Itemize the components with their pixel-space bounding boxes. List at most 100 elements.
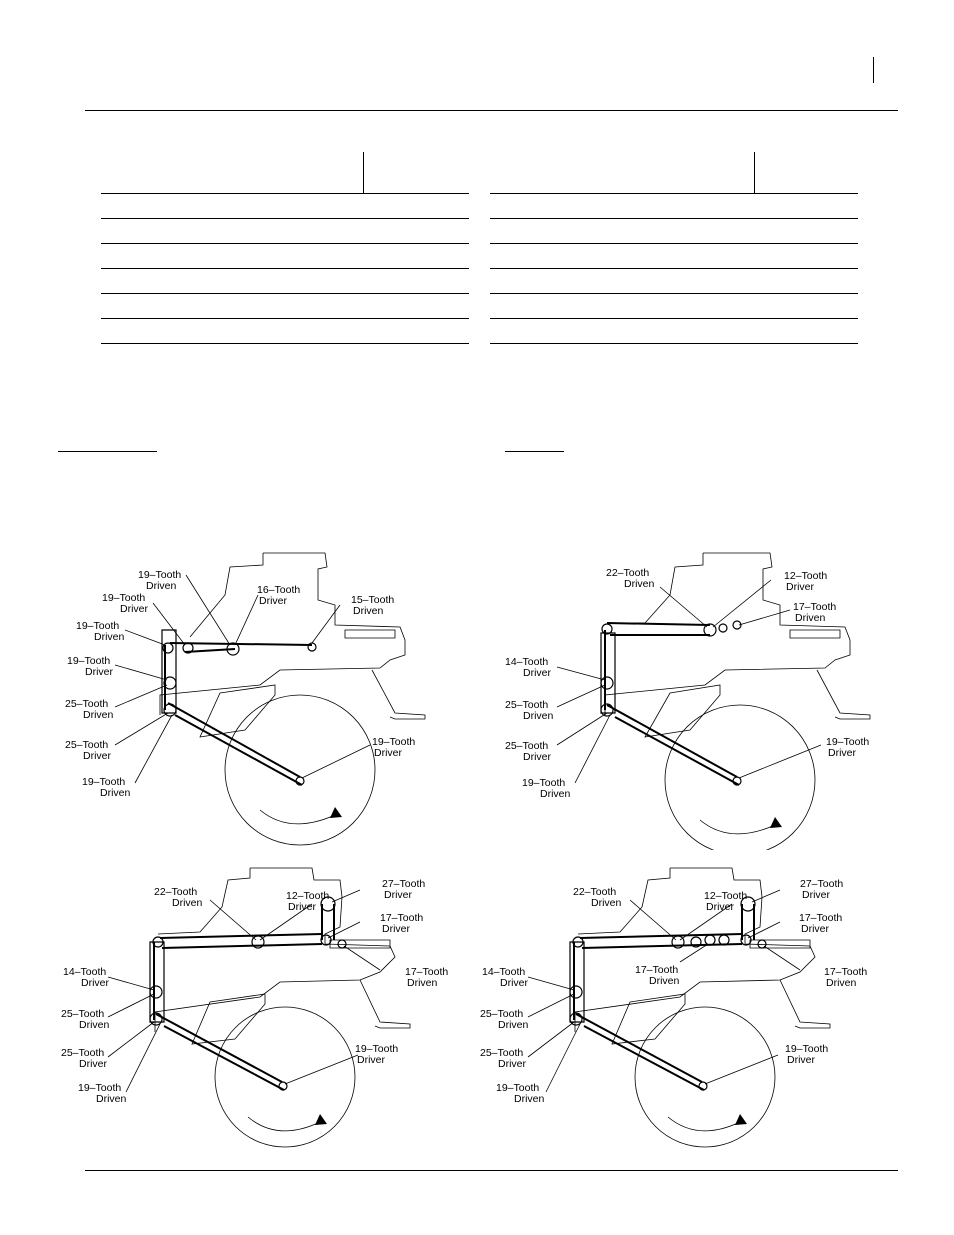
sprocket xyxy=(251,935,265,949)
label-19-tooth-driven: 19–Tooth xyxy=(522,777,565,789)
sprocket xyxy=(149,985,163,999)
column-separator xyxy=(754,152,755,193)
label-line2: Driver xyxy=(357,1054,386,1066)
sprocket xyxy=(182,642,194,654)
table-header xyxy=(490,152,858,194)
sprocket xyxy=(600,676,614,690)
label-25-tooth-driver: 25–Tooth xyxy=(61,1047,104,1059)
meter-box xyxy=(344,629,396,639)
table-row xyxy=(101,319,469,344)
top-chain xyxy=(169,642,313,646)
rotation-arrow xyxy=(259,809,336,825)
label-19-tooth-driven: 19–Tooth xyxy=(138,569,181,581)
label-19-tooth-driver: 19–Tooth xyxy=(67,655,110,667)
table-row xyxy=(490,219,858,244)
side-arm xyxy=(371,669,426,720)
frame-upright xyxy=(161,629,177,714)
label-line2: Driven xyxy=(100,787,131,799)
label-12-tooth-driver: 12–Tooth xyxy=(784,570,827,582)
label-line2: Driver xyxy=(498,1058,527,1070)
label-25-tooth-driver: 25–Tooth xyxy=(65,739,108,751)
label-17-tooth-driven: 17–Tooth xyxy=(793,601,836,613)
label-line2: Driven xyxy=(172,897,203,909)
label-12-tooth-driver: 12–Tooth xyxy=(286,890,329,902)
label-line2: Driver xyxy=(382,923,411,935)
sprocket xyxy=(152,936,164,948)
top-chain-lower xyxy=(581,943,743,949)
label-line2: Driver xyxy=(85,666,114,678)
table-row xyxy=(490,194,858,219)
leader-lines xyxy=(556,579,822,784)
sprocket xyxy=(163,703,177,717)
label-line2: Driven xyxy=(96,1093,127,1105)
drive-chain-diagonal xyxy=(606,704,738,778)
sprocket xyxy=(698,1081,708,1091)
label-line2: Driver xyxy=(802,889,831,901)
sprocket xyxy=(740,934,752,946)
label-19-tooth-driver: 19–Tooth xyxy=(355,1043,398,1055)
leader-lines xyxy=(527,889,801,1093)
meter-box xyxy=(329,939,391,949)
drive-wheel xyxy=(634,1006,776,1148)
label-line2: Driver xyxy=(786,581,815,593)
hopper-outline xyxy=(154,867,396,1032)
sprocket xyxy=(278,1081,288,1091)
label-19-tooth-driven: 19–Tooth xyxy=(496,1082,539,1094)
label-17-tooth-driven: 17–Tooth xyxy=(405,966,448,978)
drive-chain-diagonal xyxy=(167,702,301,778)
shield xyxy=(644,684,721,738)
table-row xyxy=(490,319,858,344)
table-row xyxy=(490,269,858,294)
drive-wheel xyxy=(214,1006,356,1148)
hopper-outline xyxy=(574,867,816,1032)
label-line2: Driven xyxy=(514,1093,545,1105)
label-line2: Driven xyxy=(826,977,857,989)
label-line2: Driver xyxy=(801,923,830,935)
shield xyxy=(611,993,686,1045)
label-25-tooth-driven: 25–Tooth xyxy=(505,699,548,711)
sprocket xyxy=(718,934,730,946)
footer-rule xyxy=(85,1170,898,1171)
label-19-tooth-driver: 19–Tooth xyxy=(826,736,869,748)
meter-box xyxy=(749,939,811,949)
drive-chain-diagonal-lower xyxy=(614,716,740,786)
sprocket xyxy=(320,896,336,912)
sprocket xyxy=(718,623,728,633)
sprocket xyxy=(320,934,332,946)
meter-box xyxy=(789,629,841,639)
label-line2: Driven xyxy=(498,1019,529,1031)
label-line2: Driven xyxy=(591,897,622,909)
drive-diagram-top-left: 19–Tooth Driven 16–Tooth Driver 15–Tooth… xyxy=(65,552,426,846)
rotation-arrow xyxy=(667,1116,741,1132)
hopper-outline xyxy=(159,552,406,715)
sprocket xyxy=(740,896,756,912)
vertical-idler-chain xyxy=(741,904,755,940)
sprocket xyxy=(600,703,614,717)
label-12-tooth-driver: 12–Tooth xyxy=(704,890,747,902)
label-19-tooth-driven: 19–Tooth xyxy=(76,620,119,632)
label-19-tooth-driven: 19–Tooth xyxy=(82,776,125,788)
right-ratio-table xyxy=(490,152,858,344)
drive-wheel xyxy=(224,694,376,846)
label-22-tooth-driven: 22–Tooth xyxy=(154,886,197,898)
label-line2: Driver xyxy=(288,901,317,913)
label-line2: Driver xyxy=(787,1054,816,1066)
frame-upright xyxy=(149,941,165,1023)
drive-chain-diagonal-lower xyxy=(163,1025,285,1091)
sprocket xyxy=(671,935,685,949)
drive-diagram-top-right: 22–Tooth Driven 12–Tooth Driver 17–Tooth… xyxy=(505,552,871,850)
label-19-tooth-driven: 19–Tooth xyxy=(78,1082,121,1094)
label-line2: Driven xyxy=(523,710,554,722)
label-line2: Driver xyxy=(706,901,735,913)
label-line2: Driver xyxy=(83,750,112,762)
vertical-idler-chain xyxy=(321,904,335,940)
label-17-tooth-driven: 17–Tooth xyxy=(824,966,867,978)
arrow-head xyxy=(770,817,782,828)
label-line2: Driven xyxy=(795,612,826,624)
drive-diagram-bottom-right: 22–Tooth Driven 12–Tooth Driver 27–Tooth… xyxy=(480,867,867,1148)
sprocket xyxy=(569,1012,583,1026)
side-arm xyxy=(359,979,411,1029)
label-27-tooth-driver: 27–Tooth xyxy=(382,878,425,890)
arrow-head xyxy=(330,807,342,818)
label-14-tooth-driver: 14–Tooth xyxy=(63,966,106,978)
